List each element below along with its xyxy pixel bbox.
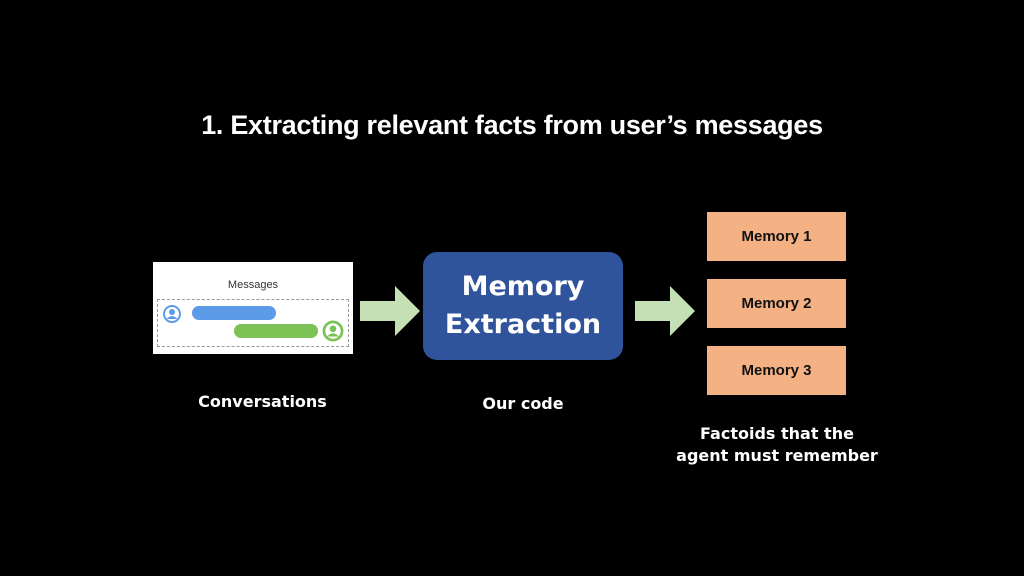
- conversations-caption: Conversations: [198, 392, 327, 411]
- user-avatar-blue-icon: [163, 305, 181, 323]
- factoids-caption-line1: Factoids that the: [700, 424, 854, 443]
- memory-item: Memory 2: [707, 279, 846, 328]
- messages-header: Messages: [227, 279, 279, 291]
- message-area: [157, 299, 349, 347]
- memory-item: Memory 1: [707, 212, 846, 261]
- conversation-panel: Messages: [153, 262, 353, 354]
- outgoing-message-bubble: [234, 324, 318, 338]
- memory-extraction-box: Memory Extraction: [423, 252, 623, 360]
- incoming-message-bubble: [192, 306, 276, 320]
- arrow-right-icon: [635, 286, 695, 336]
- slide-title: 1. Extracting relevant facts from user’s…: [201, 110, 823, 140]
- extraction-line1: Memory: [461, 271, 585, 302]
- arrow-right-icon: [360, 286, 420, 336]
- factoids-caption: Factoids that the agent must remember: [662, 423, 892, 467]
- our-code-caption: Our code: [482, 394, 564, 413]
- extraction-line2: Extraction: [444, 309, 602, 340]
- memory-item: Memory 3: [707, 346, 846, 395]
- user-avatar-green-icon: [322, 320, 344, 342]
- factoids-caption-line2: agent must remember: [676, 446, 878, 465]
